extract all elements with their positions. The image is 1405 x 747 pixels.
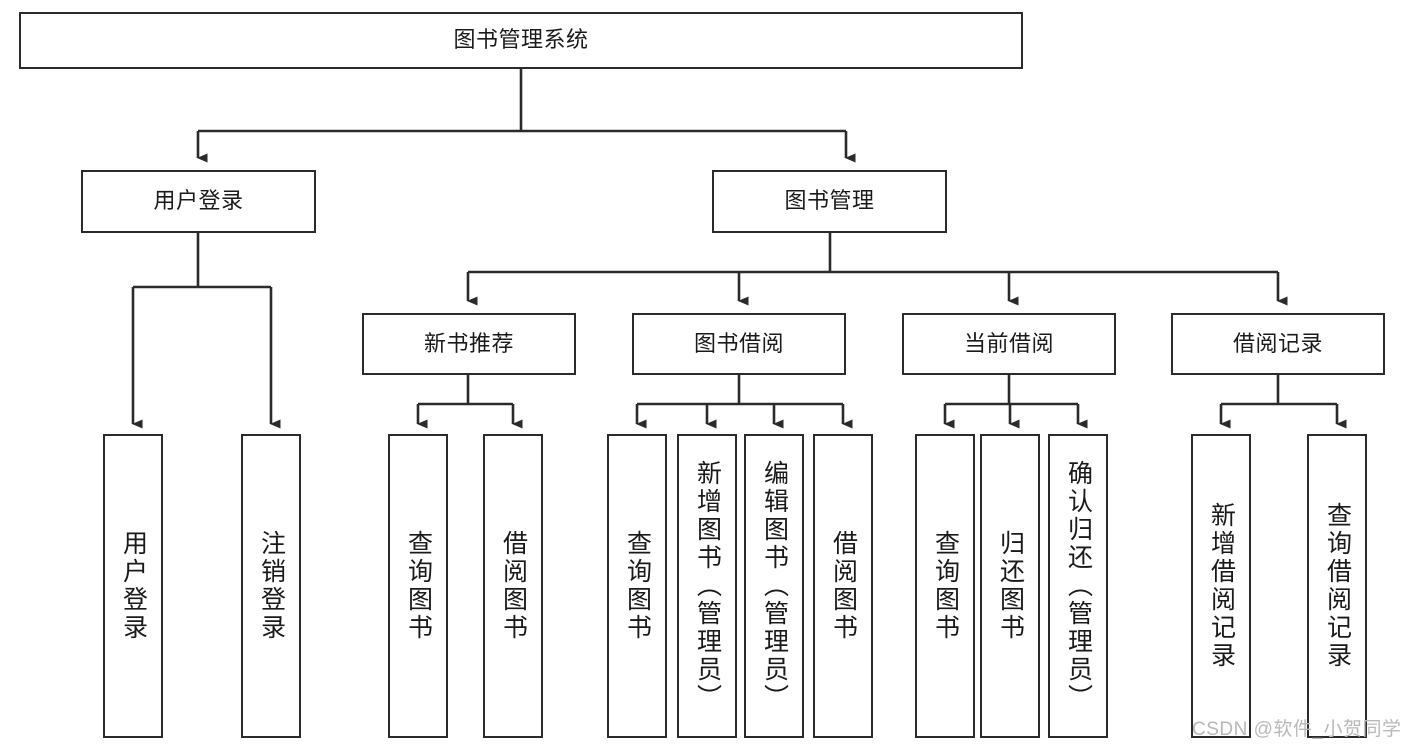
node-label: 查询图书 [931,530,960,642]
node-book-management[interactable]: 图书管理 [712,170,947,233]
node-label: 查询借阅记录 [1323,502,1352,670]
node-label: 借阅记录 [1232,330,1323,356]
node-label: 用户登录 [119,530,148,642]
node-label: 编辑图书（管理员） [760,460,789,712]
leaf-records-add-record[interactable]: 新增借阅记录 [1191,434,1251,738]
node-label: 图书借阅 [693,330,784,356]
node-label: 归还图书 [996,530,1025,642]
leaf-current-return-book[interactable]: 归还图书 [980,434,1040,738]
leaf-borrow-borrow-book[interactable]: 借阅图书 [813,434,873,738]
leaf-borrow-add-book-admin[interactable]: 新增图书（管理员） [677,434,737,738]
node-label: 图书管理系统 [453,27,589,53]
node-label: 确认归还（管理员） [1064,460,1093,712]
node-label: 查询图书 [623,530,652,642]
leaf-user-login-logout[interactable]: 注销登录 [241,434,301,738]
leaf-current-confirm-return-admin[interactable]: 确认归还（管理员） [1048,434,1108,738]
node-label: 借阅图书 [499,530,528,642]
node-user-login[interactable]: 用户登录 [81,170,316,233]
node-label: 新增借阅记录 [1207,502,1236,670]
node-label: 新书推荐 [423,330,514,356]
node-current-borrow[interactable]: 当前借阅 [902,313,1116,375]
node-label: 用户登录 [153,188,244,214]
node-label: 图书管理 [784,188,875,214]
leaf-borrow-query-book[interactable]: 查询图书 [607,434,667,738]
leaf-user-login-login[interactable]: 用户登录 [103,434,163,738]
node-label: 新增图书（管理员） [693,460,722,712]
node-borrow-records[interactable]: 借阅记录 [1171,313,1385,375]
csdn-watermark: CSDN @软件_小贺同学 [1192,719,1402,740]
leaf-new-book-query[interactable]: 查询图书 [388,434,448,738]
leaf-records-query-record[interactable]: 查询借阅记录 [1307,434,1367,738]
node-book-borrow[interactable]: 图书借阅 [632,313,846,375]
node-label: 当前借阅 [963,330,1054,356]
node-root-system[interactable]: 图书管理系统 [19,12,1023,69]
node-label: 借阅图书 [829,530,858,642]
node-label: 查询图书 [404,530,433,642]
node-label: 注销登录 [257,530,286,642]
node-new-book-recommend[interactable]: 新书推荐 [362,313,576,375]
leaf-new-book-borrow[interactable]: 借阅图书 [483,434,543,738]
leaf-current-query-book[interactable]: 查询图书 [915,434,975,738]
leaf-borrow-edit-book-admin[interactable]: 编辑图书（管理员） [744,434,804,738]
